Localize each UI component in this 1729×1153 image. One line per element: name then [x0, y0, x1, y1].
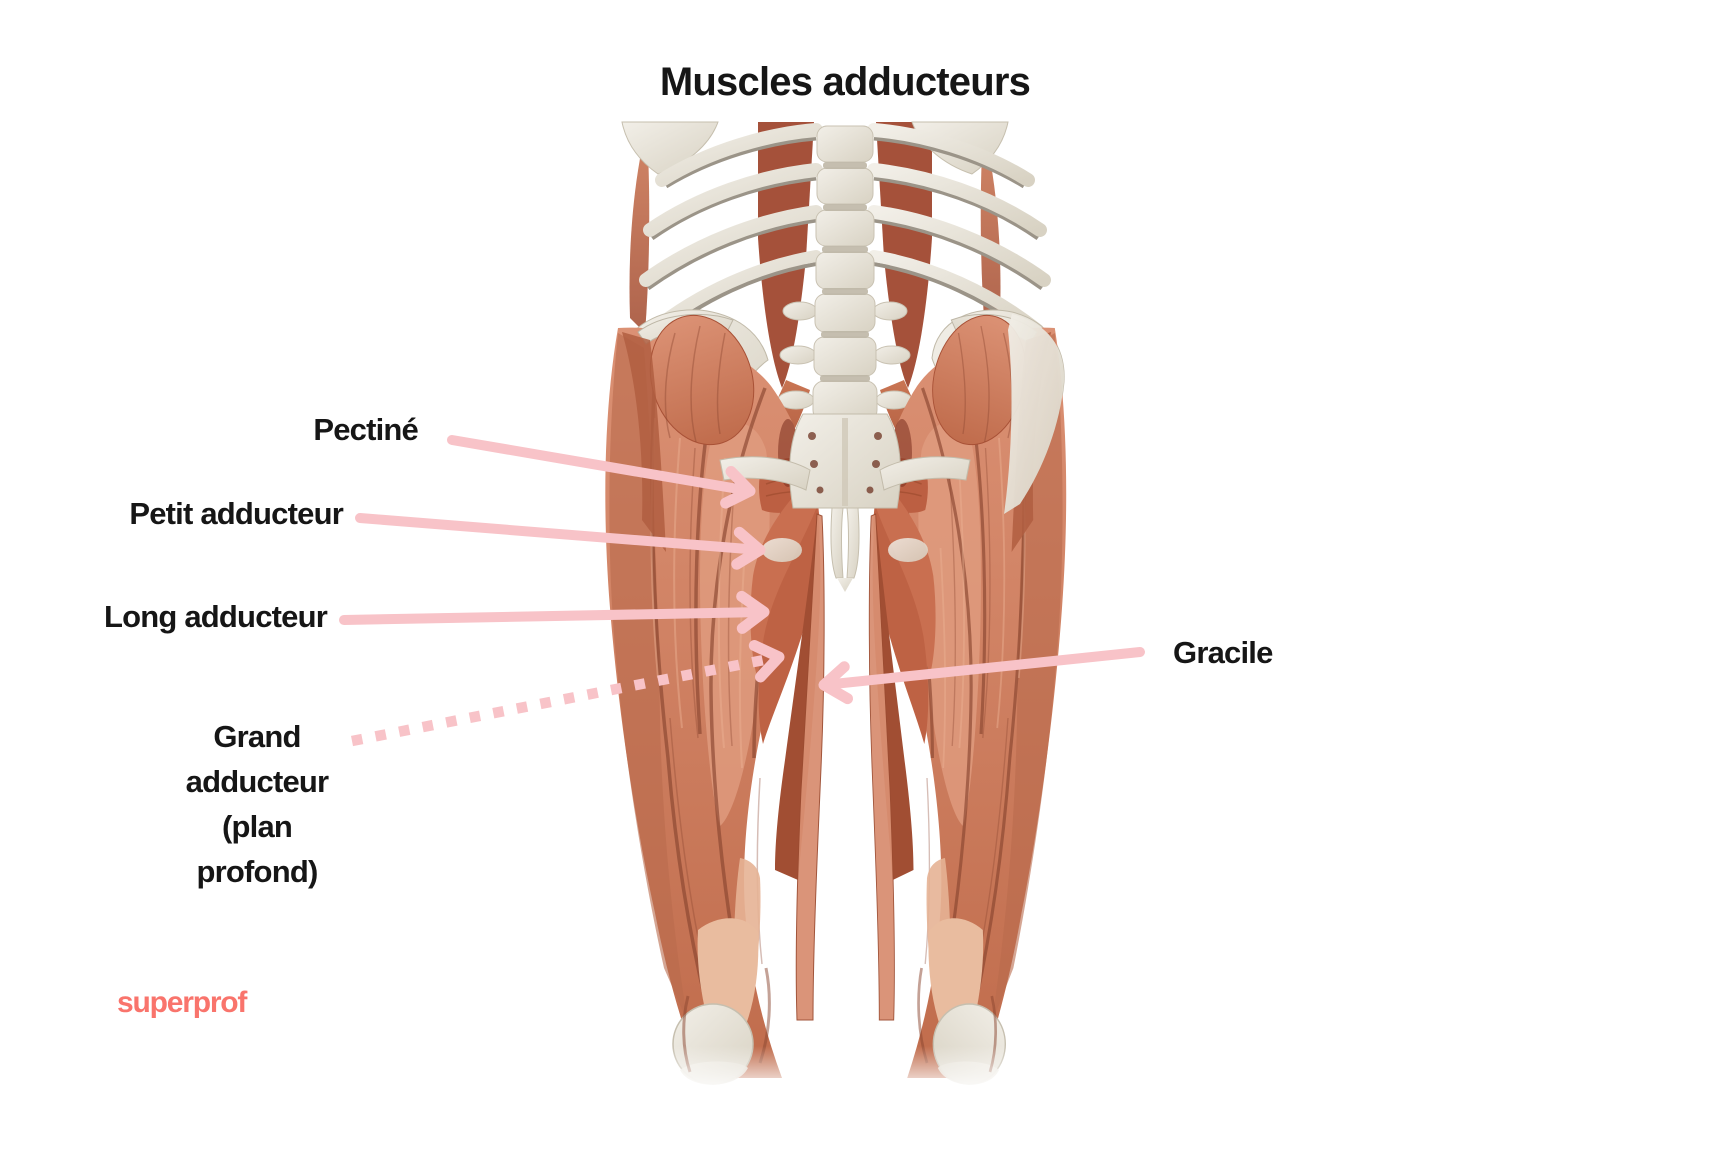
ribcage	[621, 121, 1051, 388]
label-gracile: Gracile	[1173, 635, 1273, 670]
label-grand-adducteur: Grand adducteur (plan profond)	[185, 719, 329, 889]
page-title: Muscles adducteurs	[659, 60, 1031, 104]
anatomy-illustration	[560, 121, 1070, 1093]
bottom-fade	[560, 1046, 1070, 1093]
right-iliac-bone-highlight	[1004, 314, 1065, 514]
label-pectine: Pectiné	[313, 412, 418, 447]
label-petit-adducteur: Petit adducteur	[129, 496, 343, 531]
watermark-superprof: superprof	[117, 986, 247, 1019]
label-long-adducteur: Long adducteur	[103, 599, 328, 634]
